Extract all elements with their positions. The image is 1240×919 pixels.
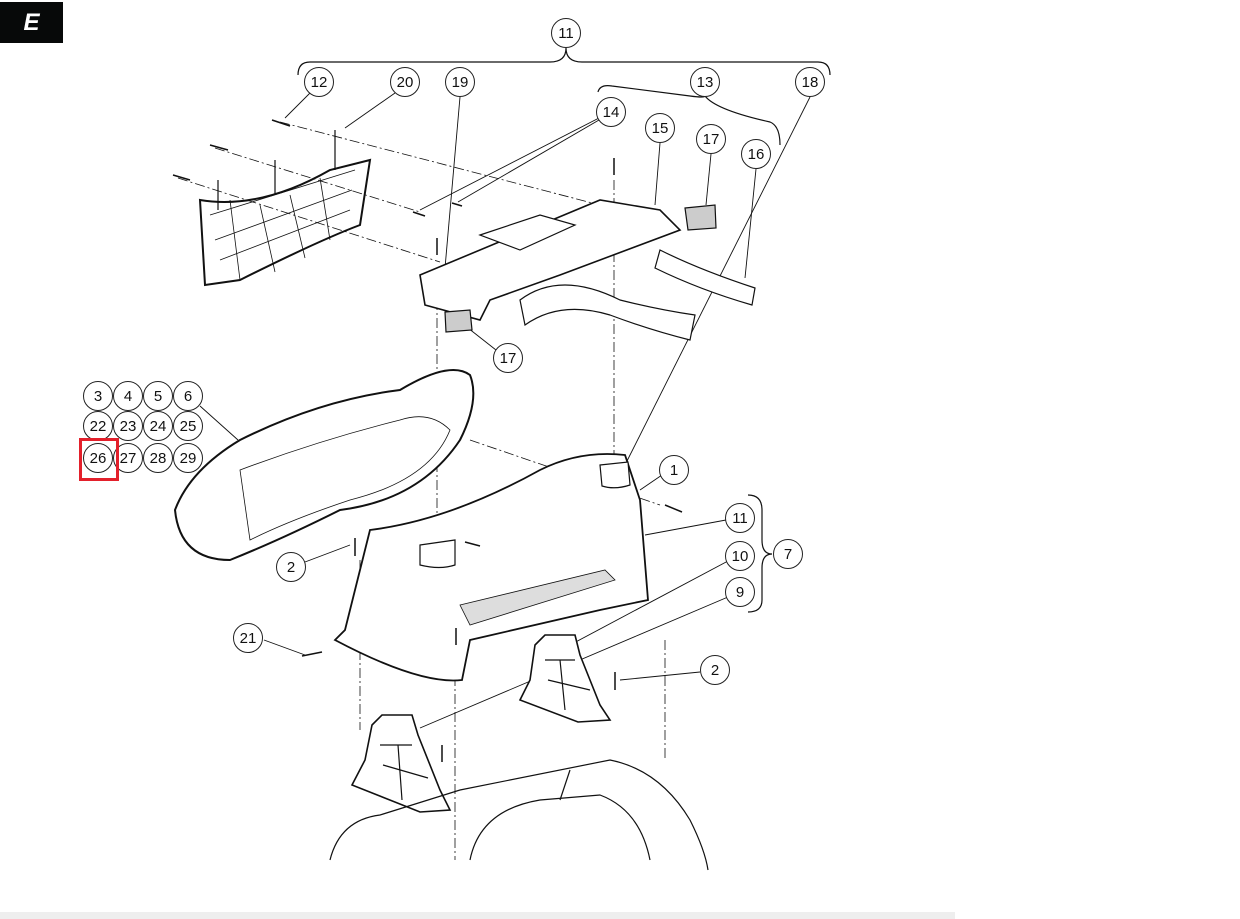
callout-13: 13 <box>690 67 720 97</box>
callout-10: 10 <box>725 541 755 571</box>
callout-9: 9 <box>725 577 755 607</box>
callout-16: 16 <box>741 139 771 169</box>
callout-4: 4 <box>113 381 143 411</box>
callout-11: 11 <box>725 503 755 533</box>
callout-26[interactable]: 26 <box>83 443 113 473</box>
callout-17: 17 <box>493 343 523 373</box>
callout-6: 6 <box>173 381 203 411</box>
callout-11: 11 <box>551 18 581 48</box>
top-tray-part <box>419 199 756 341</box>
net-basket-part <box>198 130 372 287</box>
callout-20: 20 <box>390 67 420 97</box>
callout-2: 2 <box>276 552 306 582</box>
callout-15: 15 <box>645 113 675 143</box>
callout-18: 18 <box>795 67 825 97</box>
callout-22: 22 <box>83 411 113 441</box>
callout-25: 25 <box>173 411 203 441</box>
callout-17: 17 <box>696 124 726 154</box>
screws <box>172 119 683 762</box>
vehicle-body-part <box>329 759 709 871</box>
callout-24: 24 <box>143 411 173 441</box>
callout-14: 14 <box>596 97 626 127</box>
highlight-box-26 <box>79 438 119 481</box>
seat-base-part <box>333 453 649 682</box>
callout-29: 29 <box>173 443 203 473</box>
callout-12: 12 <box>304 67 334 97</box>
hinge-bracket-9 <box>350 714 452 813</box>
callout-19: 19 <box>445 67 475 97</box>
bottom-scroll-bar[interactable] <box>0 912 955 919</box>
bracket-7 <box>747 494 773 613</box>
callout-2: 2 <box>700 655 730 685</box>
callout-1: 1 <box>659 455 689 485</box>
callout-28: 28 <box>143 443 173 473</box>
callout-3: 3 <box>83 381 113 411</box>
callout-21: 21 <box>233 623 263 653</box>
callout-23: 23 <box>113 411 143 441</box>
callout-7: 7 <box>773 539 803 569</box>
bracket-11-top <box>297 47 831 76</box>
section-tab: E <box>0 2 63 43</box>
callout-5: 5 <box>143 381 173 411</box>
seat-cushion-part <box>173 369 475 562</box>
hinge-bracket-10 <box>518 634 612 723</box>
